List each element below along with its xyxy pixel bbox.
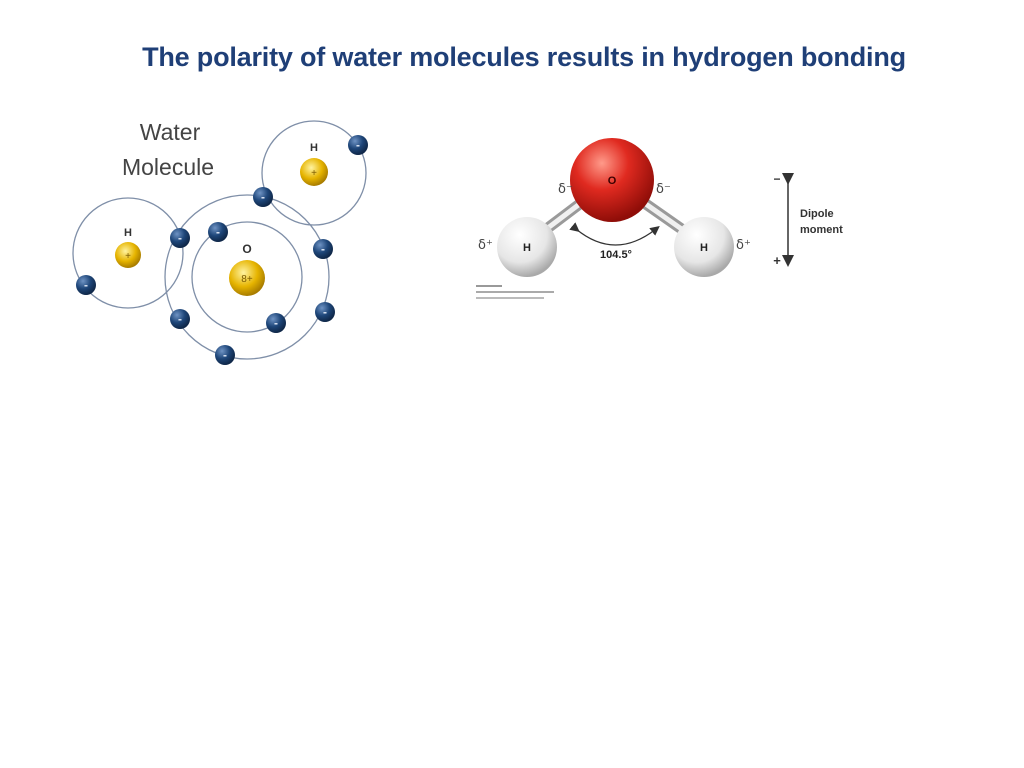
electron-2: - bbox=[253, 187, 273, 207]
orbit-hydrogen-top bbox=[261, 120, 367, 226]
oxygen-delta-left: δ⁻ bbox=[558, 182, 573, 197]
hydrogen-ball-right bbox=[674, 217, 734, 277]
svg-text:-: - bbox=[274, 316, 278, 330]
hydrogen-ball-left-label: H bbox=[523, 242, 531, 254]
electron-8: - bbox=[266, 313, 286, 333]
oxygen-delta-right: δ⁻ bbox=[656, 182, 671, 197]
orbit-oxygen-inner bbox=[191, 221, 303, 333]
oxygen-ball bbox=[570, 138, 654, 222]
orbit-hydrogen-left bbox=[72, 197, 184, 309]
electron-9: - bbox=[315, 302, 335, 322]
electron-5: - bbox=[313, 239, 333, 259]
svg-text:H: H bbox=[124, 227, 132, 239]
bond-angle-arc bbox=[569, 222, 660, 246]
nucleus-hydrogen-left: H + bbox=[115, 227, 141, 268]
svg-text:-: - bbox=[261, 190, 265, 204]
bohr-title-line2: Molecule bbox=[122, 154, 214, 180]
nucleus-hydrogen-top: H + bbox=[300, 142, 328, 186]
hydrogen-ball-left bbox=[497, 217, 557, 277]
ball-stick-water-model: O H H δ⁻ δ⁻ δ⁺ δ⁺ 104.5° − + Dipole mome… bbox=[476, 138, 843, 299]
svg-text:-: - bbox=[216, 225, 220, 239]
svg-text:+: + bbox=[311, 168, 317, 179]
slide-title: The polarity of water molecules results … bbox=[142, 42, 906, 72]
svg-text:-: - bbox=[178, 231, 182, 245]
orbit-oxygen-outer bbox=[164, 194, 330, 360]
svg-text:8+: 8+ bbox=[241, 274, 253, 285]
svg-text:H: H bbox=[310, 142, 318, 154]
electron-6: - bbox=[76, 275, 96, 295]
dipole-label-line2: moment bbox=[800, 224, 843, 236]
electron-10: - bbox=[215, 345, 235, 365]
bohr-title-line1: Water bbox=[140, 119, 201, 145]
svg-text:-: - bbox=[223, 348, 227, 362]
electron-3: - bbox=[170, 228, 190, 248]
bond-angle-label: 104.5° bbox=[600, 249, 632, 261]
oxygen-ball-label: O bbox=[608, 175, 617, 187]
svg-text:-: - bbox=[356, 138, 360, 152]
electron-1: - bbox=[348, 135, 368, 155]
svg-text:-: - bbox=[323, 305, 327, 319]
hydrogen-delta-right: δ⁺ bbox=[736, 238, 751, 253]
hydrogen-delta-left: δ⁺ bbox=[478, 238, 493, 253]
svg-text:-: - bbox=[178, 312, 182, 326]
svg-text:O: O bbox=[242, 242, 251, 256]
bohr-water-diagram: Water Molecule H + H + O 8+ - - - - - - - - - - bbox=[72, 119, 368, 365]
electron-7: - bbox=[170, 309, 190, 329]
dipole-top-sign: − bbox=[773, 172, 780, 186]
dipole-label-line1: Dipole bbox=[800, 208, 834, 220]
svg-text:-: - bbox=[321, 242, 325, 256]
electron-4: - bbox=[208, 222, 228, 242]
svg-text:+: + bbox=[125, 251, 131, 262]
dipole-bottom-sign: + bbox=[773, 253, 781, 268]
svg-text:-: - bbox=[84, 278, 88, 292]
hydrogen-ball-right-label: H bbox=[700, 242, 708, 254]
nucleus-oxygen: O 8+ bbox=[229, 242, 265, 296]
figure-caption-placeholder bbox=[476, 285, 554, 299]
